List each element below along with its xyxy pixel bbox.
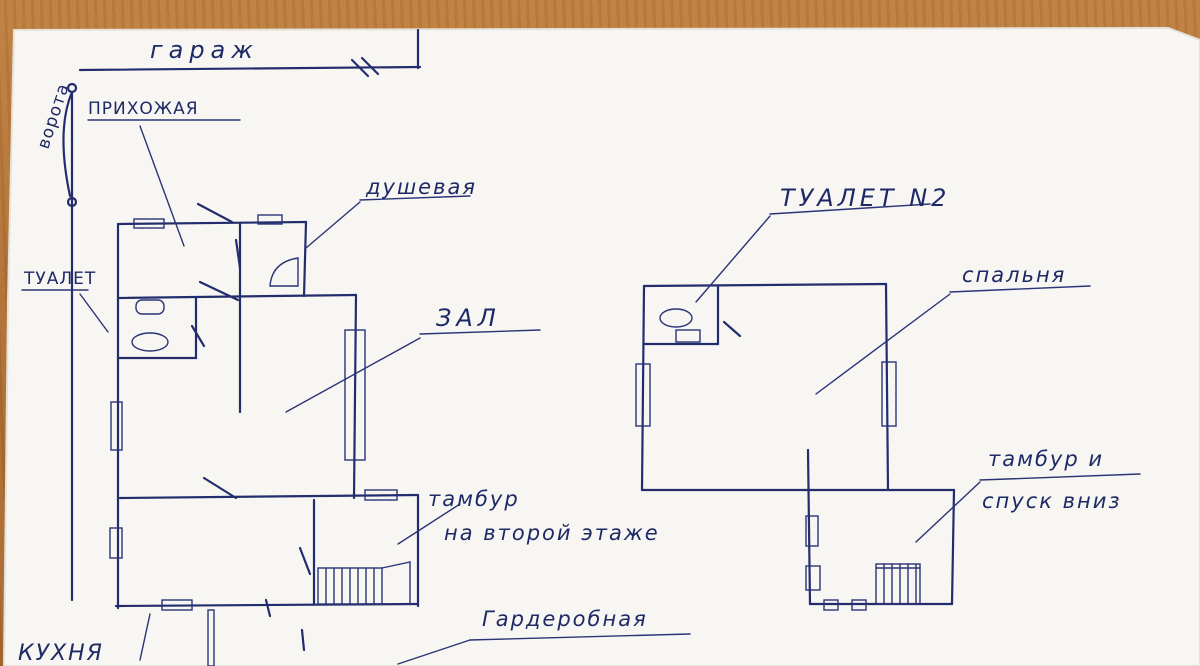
hall-label: ЗАЛ [436,304,501,332]
wardrobe-label: Гардеробная [482,607,648,631]
hallway-label: ПРИХОЖАЯ [88,99,199,119]
second-floor-walls [640,282,956,606]
stairs-2 [875,563,921,605]
vestibule-2-label: тамбур и [988,447,1104,471]
first-floor-windows [109,214,398,666]
first-floor-doors [190,202,312,652]
bedroom-label: спальня [962,263,1066,287]
second-floor-fixtures [659,308,921,605]
garage-label: гараж [150,36,259,64]
first-floor-fixtures [131,257,411,605]
second-floor-windows [635,361,897,611]
stairs-1 [317,561,411,605]
garage-dimension-line [78,28,422,78]
toilet-label: ТУАЛЕТ [23,269,96,289]
vestibule-1-label: тамбур [428,487,520,511]
second-floor-leaders [695,203,1141,543]
paper-sheet [4,28,1200,666]
gate-mark [62,82,78,602]
shower-label: душевая [365,175,477,199]
vestibule-1-sub-label: на второй этаже [444,521,660,545]
toilet-2-label: ТУАЛЕТ N2 [780,184,950,212]
first-floor-leaders [21,119,691,665]
vestibule-2-sub-label: спуск вниз [982,489,1122,513]
kitchen-label: КУХНЯ [18,641,104,666]
